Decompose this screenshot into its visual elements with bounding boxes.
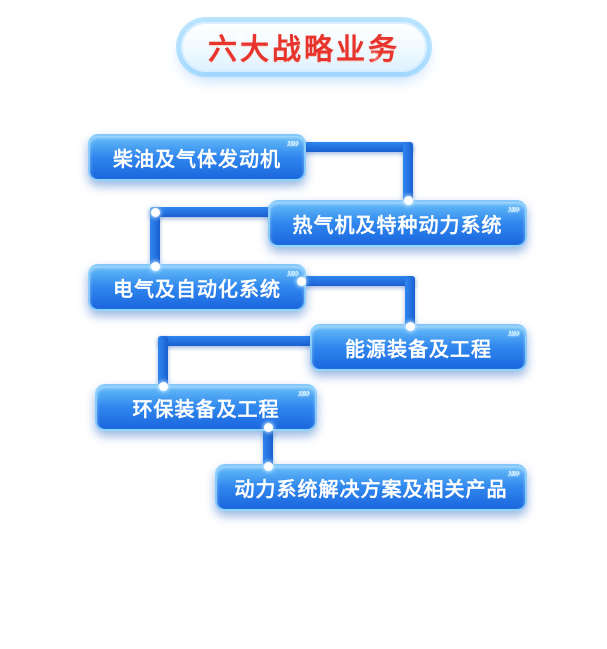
flow-box-electrical-automation: »» 电气及自动化系统 <box>88 264 306 311</box>
page-title: 六大战略业务 <box>207 34 400 66</box>
junction-dot <box>151 208 160 217</box>
connector-box2-box3-vertical <box>150 207 160 268</box>
box-label: 热气机及特种动力系统 <box>292 215 503 237</box>
connector-box2-box3-horizontal <box>150 207 274 217</box>
box-label: 柴油及气体发动机 <box>113 149 281 171</box>
sparkle-icon: ✦ <box>369 51 379 63</box>
box-label: 环保装备及工程 <box>132 399 280 421</box>
flow-box-power-system-solutions: »» 动力系统解决方案及相关产品 <box>215 464 527 511</box>
junction-dot <box>151 262 160 271</box>
junction-dot <box>264 423 273 432</box>
junction-dot <box>159 382 168 391</box>
connector-box3-box4-vertical <box>405 276 415 328</box>
connector-box1-box2-horizontal <box>296 142 413 152</box>
junction-dot <box>297 277 306 286</box>
box-label: 电气及自动化系统 <box>113 279 281 301</box>
junction-dot <box>404 196 413 205</box>
chevron-decoration-icon: »» <box>505 465 520 480</box>
chevron-decoration-icon: »» <box>284 265 299 280</box>
box-label: 动力系统解决方案及相关产品 <box>234 479 508 501</box>
connector-box4-box5-horizontal <box>158 336 316 346</box>
title-badge: 六大战略业务 ✦ ✦ <box>181 22 427 72</box>
chevron-decoration-icon: »» <box>505 201 520 216</box>
box-label: 能源装备及工程 <box>345 339 492 361</box>
connector-box3-box4-horizontal <box>296 276 415 286</box>
flow-box-energy-equipment: »» 能源装备及工程 <box>310 324 527 371</box>
sparkle-icon: ✦ <box>235 31 245 43</box>
chevron-decoration-icon: »» <box>295 385 310 400</box>
junction-dot <box>264 462 273 471</box>
chevron-decoration-icon: »» <box>284 135 299 150</box>
flow-box-hot-gas-special-power: »» 热气机及特种动力系统 <box>268 200 527 247</box>
connector-box5-box6-vertical <box>263 424 273 468</box>
flow-box-diesel-gas-engines: »» 柴油及气体发动机 <box>88 134 306 181</box>
connector-box1-box2-vertical <box>403 142 413 204</box>
flow-box-environmental-equipment: »» 环保装备及工程 <box>95 384 317 431</box>
connector-box4-box5-vertical <box>158 336 168 388</box>
chevron-decoration-icon: »» <box>505 325 520 340</box>
junction-dot <box>406 322 415 331</box>
